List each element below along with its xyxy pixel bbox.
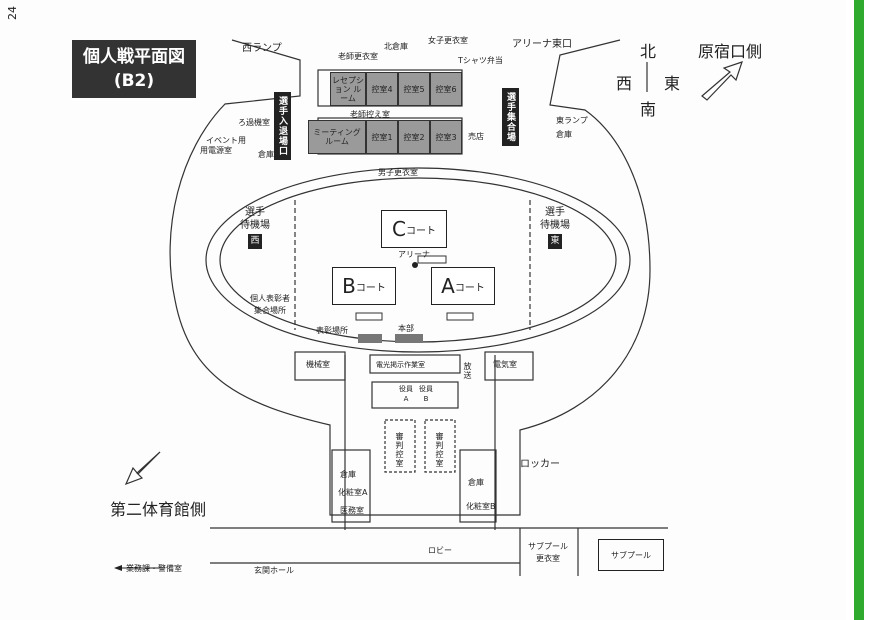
label-award-place: 表彰場所 bbox=[316, 326, 348, 335]
map-title-line1: 個人戦平面図 bbox=[83, 47, 185, 67]
waiting-west-line1: 選手 bbox=[245, 207, 265, 218]
court-b-suffix: コート bbox=[355, 282, 386, 294]
room-waiting2: 控室2 bbox=[398, 120, 430, 154]
compass-west: 西 bbox=[616, 74, 633, 93]
label-individual-award: 個人表彰者 bbox=[250, 294, 290, 303]
label-boys-changing: 男子更衣室 bbox=[378, 168, 418, 177]
label-storage-east: 倉庫 bbox=[556, 130, 572, 139]
label-storage-west: 倉庫 bbox=[258, 150, 274, 159]
room-waiting3: 控室3 bbox=[430, 120, 462, 154]
waiting-east-tag: 東 bbox=[548, 234, 562, 249]
label-west-ramp: 西ランプ bbox=[242, 43, 282, 54]
label-tshirt-bento: Tシャツ弁当 bbox=[458, 56, 503, 65]
label-north-storage: 北倉庫 bbox=[384, 42, 408, 51]
court-b-letter: B bbox=[342, 274, 356, 298]
room-officer-a: 役員 A bbox=[399, 385, 413, 403]
label-filter-room: ろ過機室 bbox=[238, 118, 270, 127]
waiting-east-line2: 待機場 bbox=[540, 220, 570, 231]
sub-pool-box: サブプール bbox=[598, 539, 664, 571]
label-headquarters: 本部 bbox=[398, 324, 414, 333]
label-storage-se: 倉庫 bbox=[468, 478, 484, 487]
label-teacher-changing: 老師更衣室 bbox=[338, 52, 378, 61]
court-a-suffix: コート bbox=[454, 282, 485, 294]
room-referee-2: 審判控室 bbox=[435, 432, 444, 468]
map-title: 個人戦平面図 (B2) bbox=[72, 40, 196, 98]
waiting-area-west: 選手 待機場 西 bbox=[240, 206, 270, 249]
label-girls-changing: 女子更衣室 bbox=[428, 36, 468, 45]
label-entrance-hall: 玄関ホール bbox=[254, 566, 294, 575]
label-event-power: イベント用 bbox=[206, 136, 246, 145]
entrance-east-label: 選手集合場 bbox=[502, 88, 519, 146]
map-title-line2: (B2) bbox=[113, 71, 155, 91]
compass-south: 南 bbox=[640, 100, 657, 119]
label-storage-south: 倉庫 bbox=[340, 470, 356, 479]
arena-center-dot bbox=[412, 262, 418, 268]
label-broadcast: 放送 bbox=[463, 362, 472, 380]
room-waiting5: 控室5 bbox=[398, 72, 430, 106]
label-shop: 売店 bbox=[468, 132, 484, 141]
label-makeup-a: 化粧室A bbox=[338, 488, 368, 497]
label-event-power2: 用電源室 bbox=[200, 146, 232, 155]
room-waiting1: 控室1 bbox=[366, 120, 398, 154]
direction-second-gym: 第二体育館側 bbox=[110, 500, 207, 519]
outer-envelope bbox=[169, 39, 651, 516]
label-teacher-waiting: 老師控え室 bbox=[350, 110, 390, 119]
label-arena-east-gate: アリーナ東口 bbox=[512, 39, 572, 50]
waiting-area-east: 選手 待機場 東 bbox=[540, 206, 570, 249]
label-machine-room: 機械室 bbox=[306, 360, 330, 369]
label-medical: 医務室 bbox=[340, 506, 364, 515]
label-lockers: ロッカー bbox=[520, 459, 560, 470]
room-waiting6: 控室6 bbox=[430, 72, 462, 106]
label-sub-pool-changing2: 更衣室 bbox=[536, 554, 560, 563]
waiting-east-line1: 選手 bbox=[545, 207, 565, 218]
court-a-letter: A bbox=[441, 274, 455, 298]
room-meeting: ミーティング ルーム bbox=[308, 120, 366, 154]
room-waiting4: 控室4 bbox=[366, 72, 398, 106]
label-east-ramp: 東ランプ bbox=[556, 116, 588, 125]
label-gathering-place: 集合場所 bbox=[254, 306, 286, 315]
entrance-west-label: 選手入退場口 bbox=[274, 92, 291, 160]
label-sub-pool: サブプール bbox=[611, 550, 651, 560]
waiting-west-tag: 西 bbox=[248, 234, 262, 249]
label-electrical-room: 電気室 bbox=[493, 360, 517, 369]
court-c-suffix: コート bbox=[405, 225, 436, 237]
direction-harajuku: 原宿口側 bbox=[698, 42, 763, 61]
label-arena: アリーナ bbox=[398, 250, 430, 259]
label-sub-pool-changing: サブプール bbox=[528, 542, 568, 551]
court-c-letter: C bbox=[392, 217, 406, 241]
room-video: 電光掲示作業室 bbox=[376, 361, 425, 369]
label-business-security: 業務課・警備室 bbox=[126, 564, 182, 573]
compass-north: 北 bbox=[640, 42, 657, 61]
room-officer-b: 役員 B bbox=[419, 385, 433, 403]
room-reception: レセプション ルーム bbox=[330, 72, 366, 106]
compass-east: 東 bbox=[664, 74, 681, 93]
room-referee-1: 審判控室 bbox=[395, 432, 404, 468]
waiting-west-line2: 待機場 bbox=[240, 220, 270, 231]
label-makeup-b: 化粧室B bbox=[466, 502, 496, 511]
label-lobby: ロビー bbox=[428, 546, 452, 555]
green-side-bar bbox=[854, 0, 864, 620]
arena-oval bbox=[205, 167, 631, 353]
